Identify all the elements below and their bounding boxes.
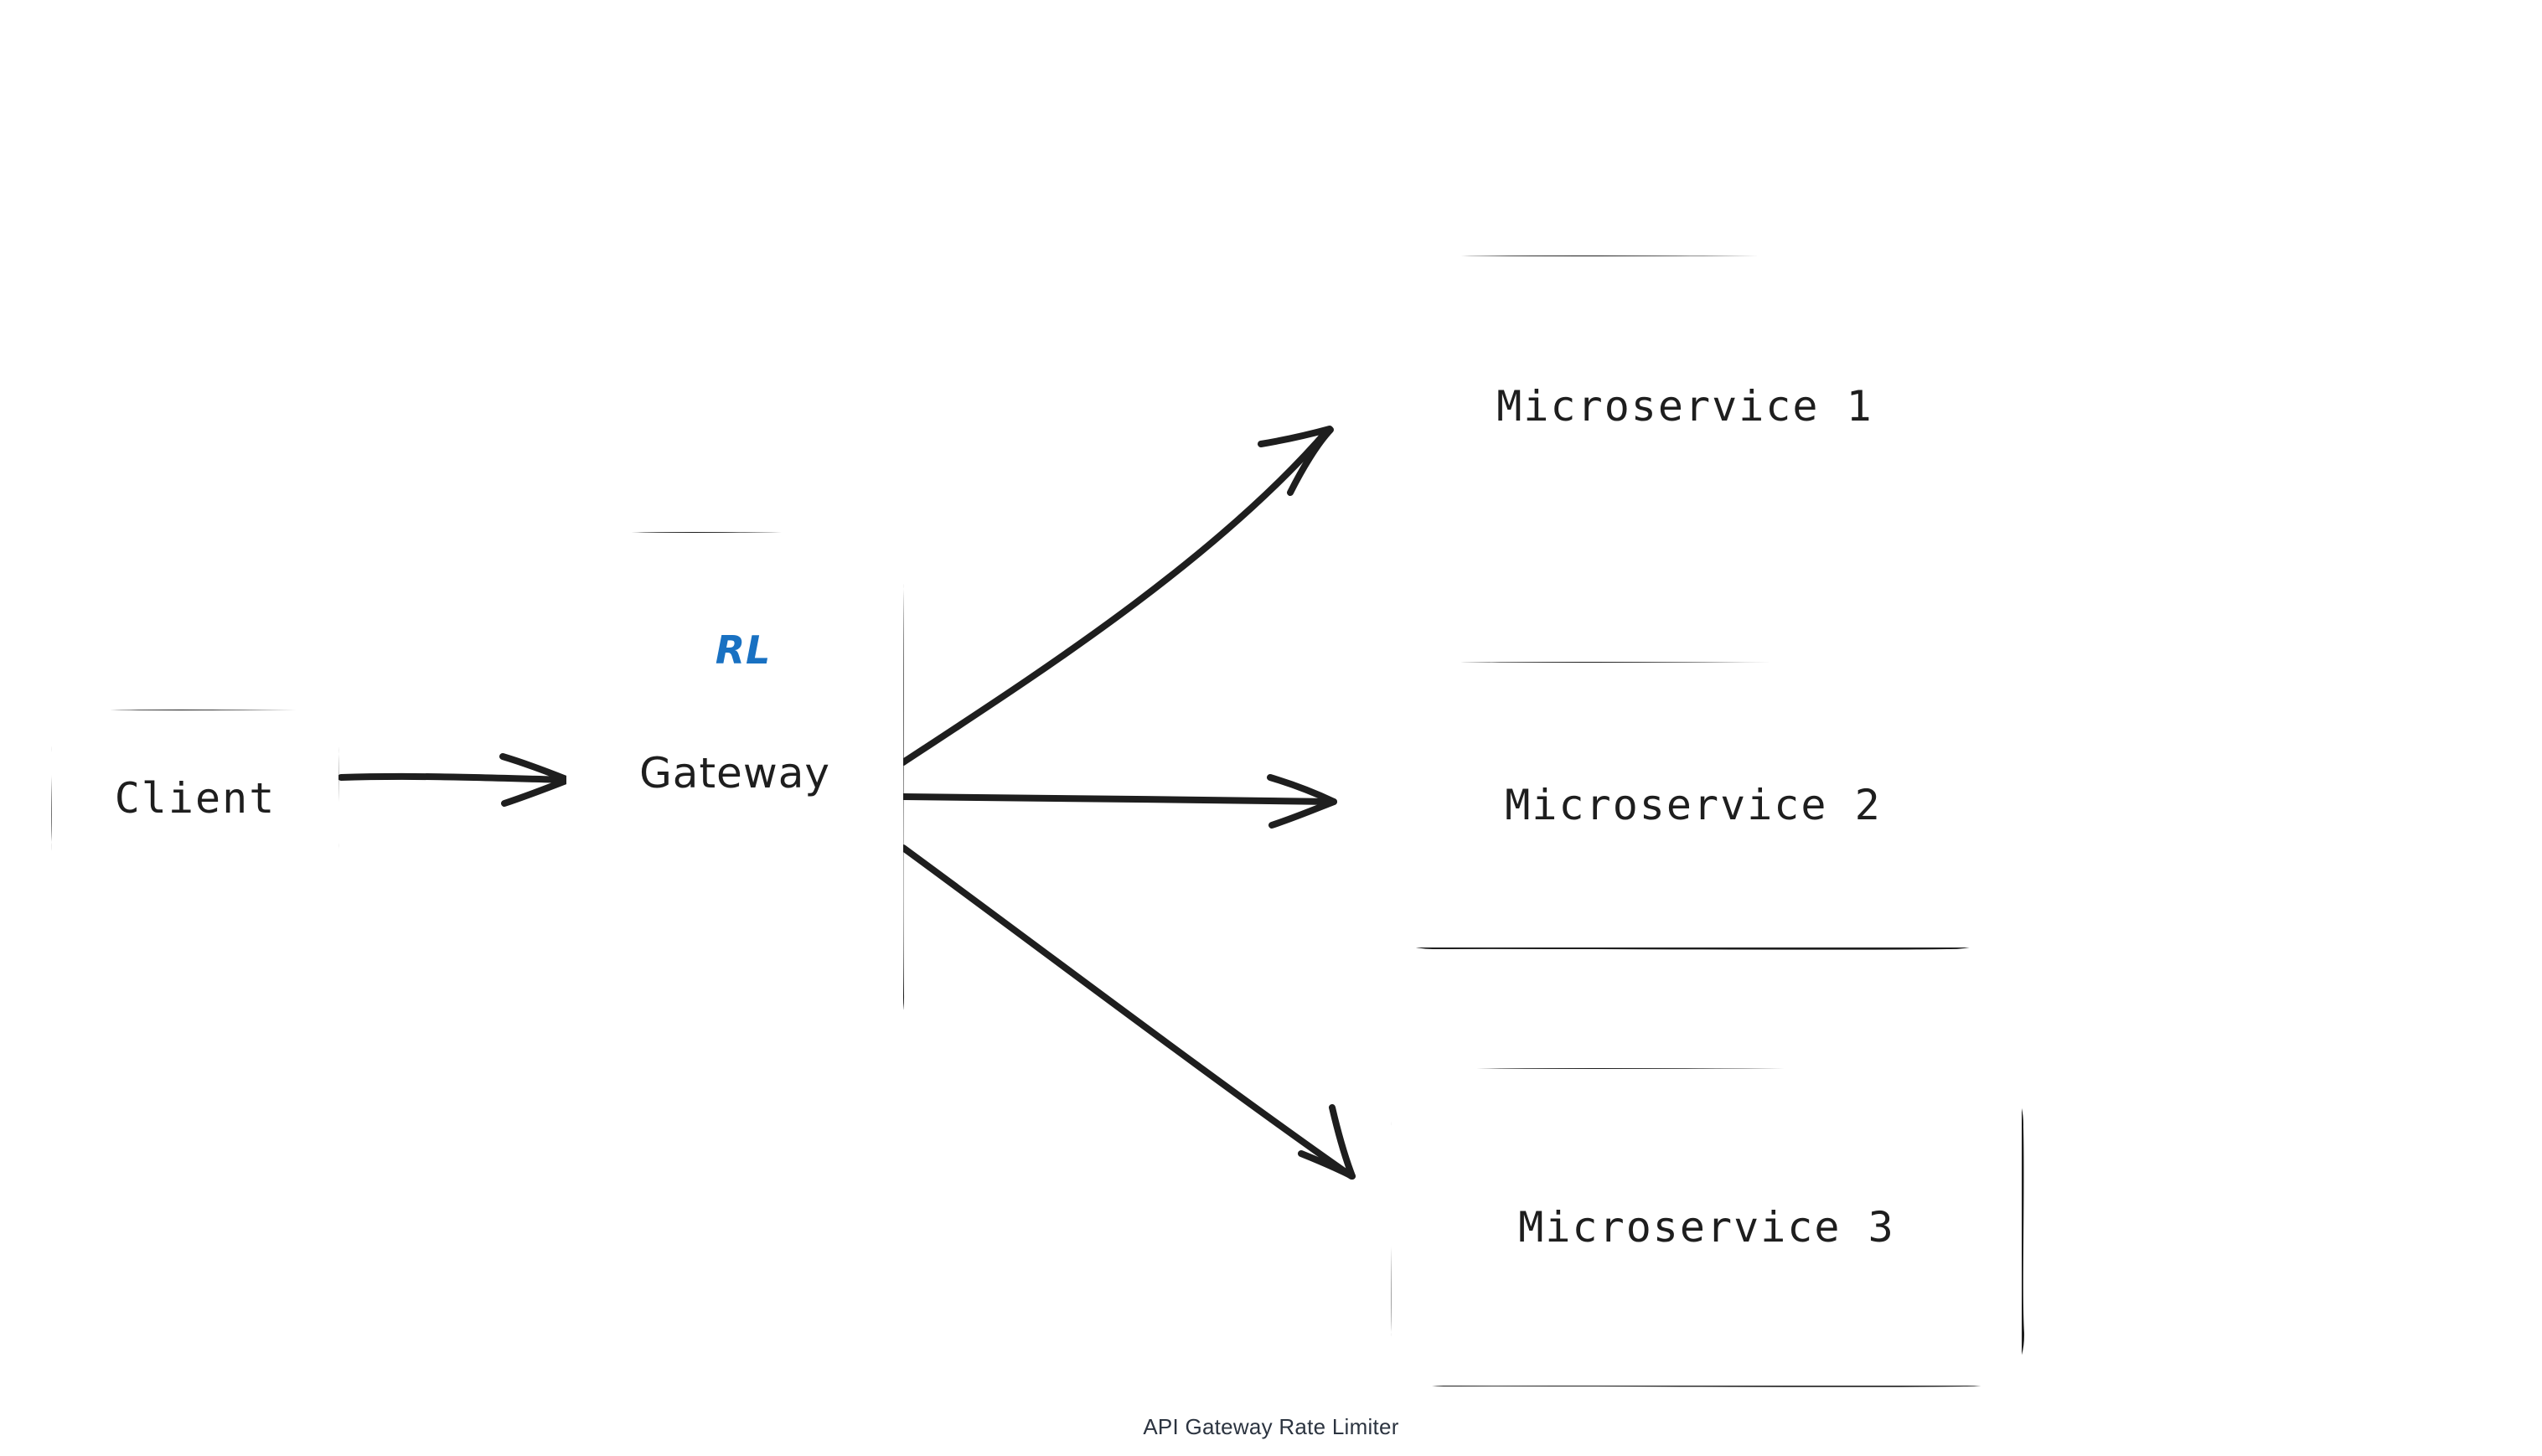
arrow-gateway-to-ms3: [900, 844, 1356, 1180]
node-rate-limiter[interactable]: RL: [625, 575, 861, 725]
node-gateway[interactable]: Gateway: [566, 533, 903, 1047]
node-microservice-2[interactable]: Microservice 2: [1379, 663, 2007, 947]
node-client[interactable]: Client: [52, 710, 338, 886]
node-microservice-3[interactable]: Microservice 3: [1392, 1069, 2022, 1386]
diagram-caption: API Gateway Rate Limiter: [1143, 1414, 1399, 1439]
node-rate-limiter-label: RL: [715, 627, 772, 673]
node-microservice-2-label: Microservice 2: [1505, 781, 1882, 829]
arrow-gateway-to-ms2: [900, 774, 1337, 829]
node-microservice-1-label: Microservice 1: [1496, 382, 1873, 431]
node-microservice-3-label: Microservice 3: [1518, 1203, 1895, 1252]
node-microservice-1[interactable]: Microservice 1: [1371, 256, 1999, 556]
arrow-gateway-to-ms1: [900, 426, 1334, 766]
arrow-client-to-gateway: [338, 753, 571, 807]
node-gateway-label: Gateway: [639, 749, 830, 798]
node-client-label: Client: [114, 774, 276, 823]
